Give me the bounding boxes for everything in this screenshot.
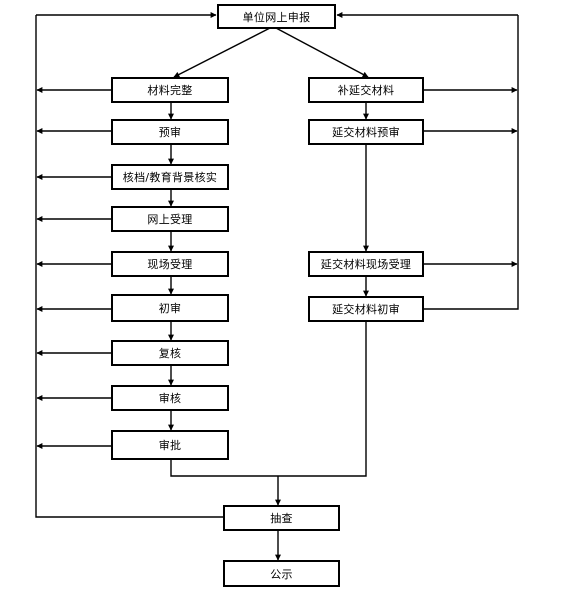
- node-online-accept: 网上受理: [111, 206, 229, 232]
- node-archive-education-verify: 核档/教育背景核实: [111, 164, 229, 190]
- node-onsite-accept: 现场受理: [111, 251, 229, 277]
- node-online-application: 单位网上申报: [217, 4, 336, 29]
- node-late-onsite-accept: 延交材料现场受理: [308, 251, 424, 277]
- line-spot-check-to-left: [35, 15, 223, 518]
- node-late-pre-review: 延交材料预审: [308, 119, 424, 145]
- line-approve-down: [170, 460, 278, 477]
- node-recheck: 复核: [111, 340, 229, 366]
- node-first-review: 初审: [111, 294, 229, 322]
- node-supplement-material: 补延交材料: [308, 77, 424, 103]
- node-publicize: 公示: [223, 560, 340, 587]
- node-audit: 审核: [111, 385, 229, 411]
- node-spot-check: 抽查: [223, 505, 340, 531]
- node-pre-review: 预审: [111, 119, 229, 145]
- line-late-first-down: [278, 322, 367, 477]
- node-material-complete: 材料完整: [111, 77, 229, 103]
- line-right-loop: [424, 15, 519, 310]
- node-approve: 审批: [111, 430, 229, 460]
- arrow-top-to-material-complete: [173, 27, 271, 78]
- node-late-first-review: 延交材料初审: [308, 296, 424, 322]
- arrow-top-to-supplement: [275, 27, 369, 78]
